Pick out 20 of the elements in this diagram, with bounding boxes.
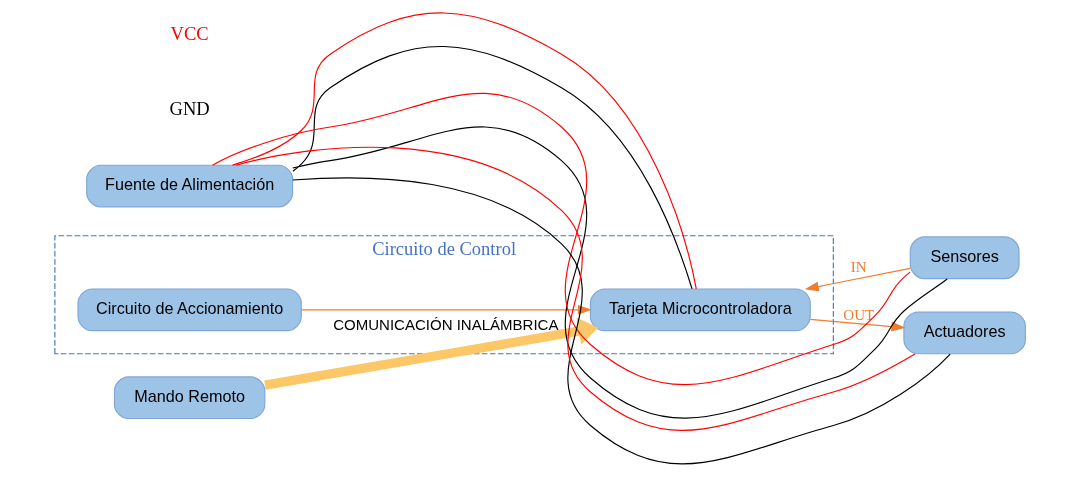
connector [211, 93, 911, 386]
node-box: Circuito de Accionamiento [76, 288, 302, 332]
node-box: Fuente de Alimentación [85, 164, 293, 208]
connector [235, 146, 916, 431]
node-box: Tarjeta Microcontroladora [589, 288, 811, 332]
edge-label: COMUNICACIÓN INALÁMBRICA [332, 315, 558, 333]
node-box: Sensores [909, 236, 1020, 280]
arrow [804, 267, 911, 292]
edge-label: IN [850, 259, 867, 276]
connector [291, 45, 693, 290]
node-box: Mando Remoto [113, 376, 265, 420]
label: GND [169, 99, 210, 120]
connector [291, 126, 948, 419]
connector [291, 177, 951, 465]
edge-label: OUT [842, 306, 874, 323]
arrow [809, 318, 905, 332]
connector [231, 12, 697, 290]
arrow [263, 317, 598, 390]
node-box: Actuadores [902, 311, 1026, 355]
label: VCC [170, 24, 209, 45]
